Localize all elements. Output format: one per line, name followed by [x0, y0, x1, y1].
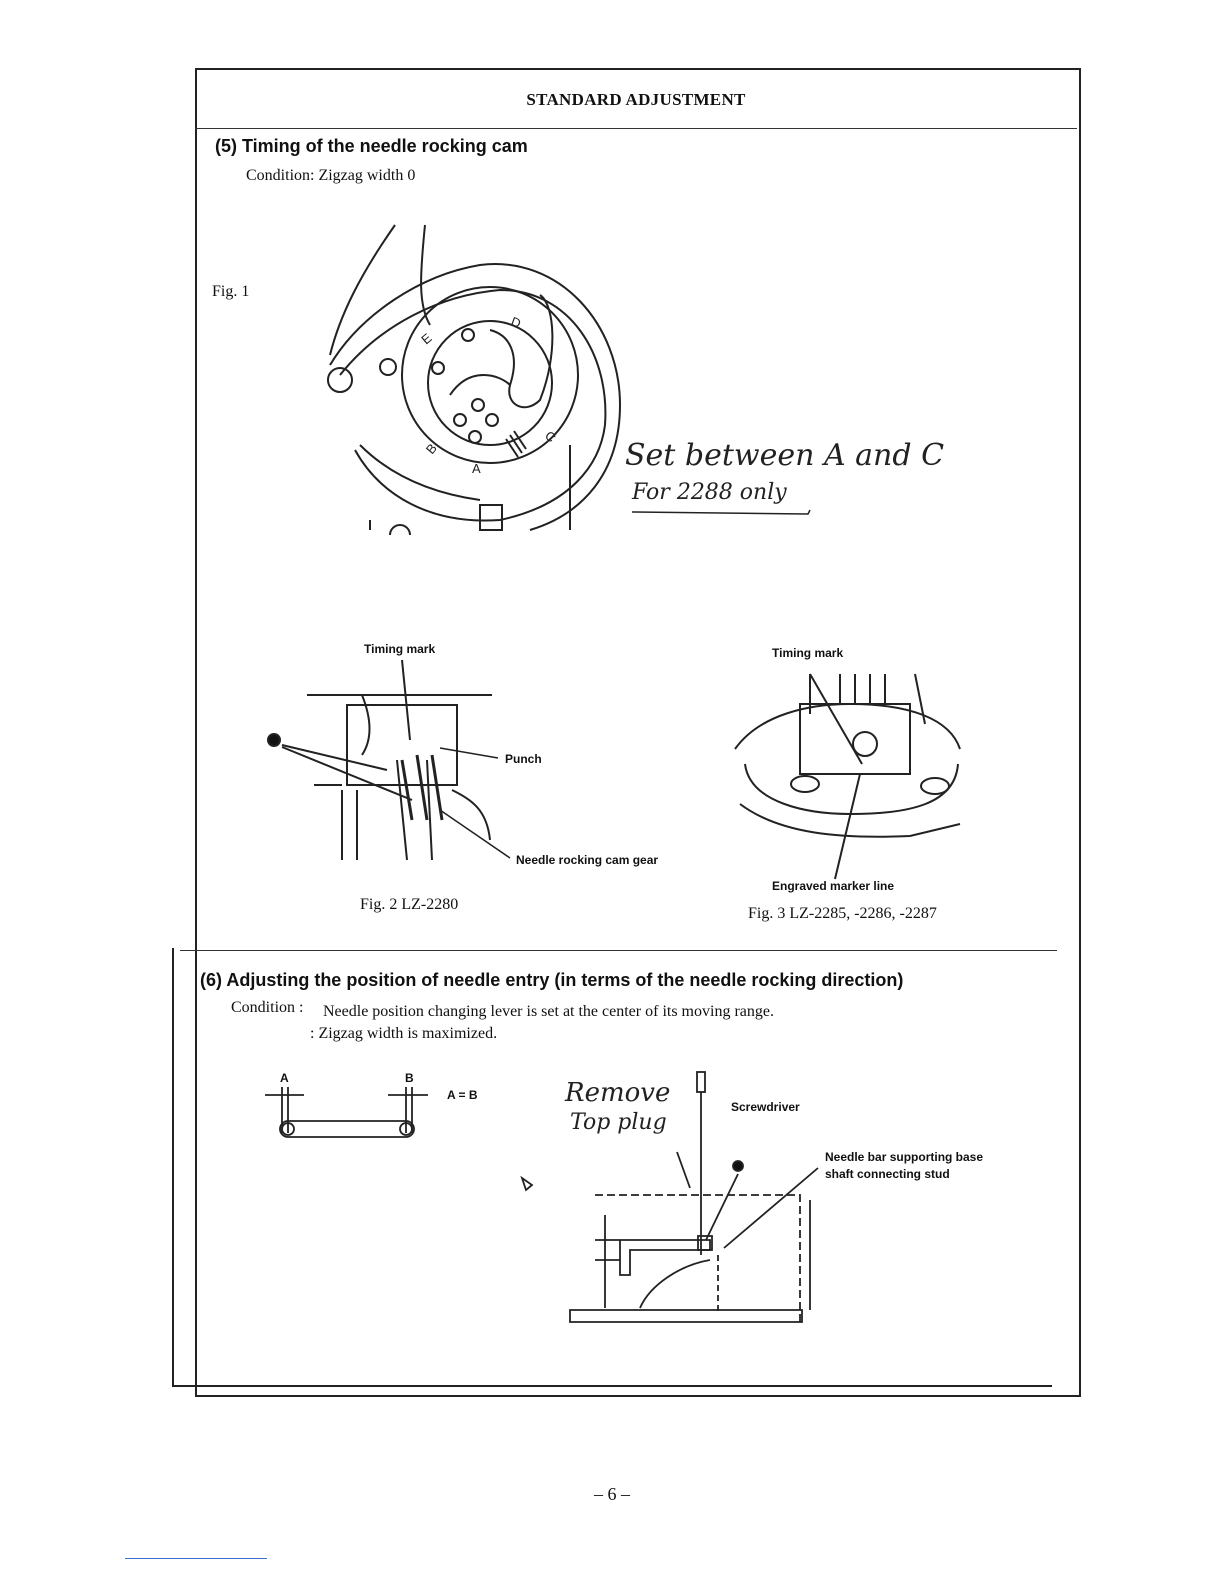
- page-header: STANDARD ADJUSTMENT: [526, 90, 746, 109]
- handwriting-underline: [631, 509, 811, 515]
- fig1-letter-e: E: [418, 330, 435, 347]
- section6-title: (6) Adjusting the position of needle ent…: [200, 970, 904, 990]
- handwriting-remove: Remove: [565, 1078, 671, 1108]
- fig2-gear-label: Needle rocking cam gear: [516, 853, 659, 867]
- fig1-letter-c: C: [542, 428, 559, 446]
- section-divider: [180, 950, 1057, 951]
- handwriting-set-between: Set between A and C: [625, 438, 945, 473]
- stud-label-line2: shaft connecting stud: [825, 1167, 950, 1181]
- fig3-timing-mark-label: Timing mark: [772, 646, 844, 660]
- ab-needle-diagram: [265, 1087, 428, 1138]
- section5-condition: Condition: Zigzag width 0: [246, 167, 416, 184]
- section6-condition-2: : Zigzag width is maximized.: [310, 1025, 498, 1042]
- ab-label-a: A: [280, 1071, 289, 1085]
- handwriting-top-plug: Top plug: [570, 1110, 667, 1135]
- frame-bottom: [172, 1385, 1052, 1387]
- fig3-marker-line-label: Engraved marker line: [772, 879, 895, 893]
- fig2-gear-diagram: [267, 659, 492, 861]
- handwriting-for-2288: For 2288 only: [632, 480, 787, 505]
- section6-condition-label: Condition :: [231, 999, 304, 1016]
- header-divider: [195, 128, 1077, 129]
- fig1-letter-a: A: [472, 461, 481, 476]
- fig1-caption: Fig. 1: [212, 283, 250, 300]
- fig1-letter-b: B: [423, 441, 440, 457]
- fig2-timing-mark-label: Timing mark: [364, 642, 436, 656]
- ab-equation: A = B: [447, 1088, 478, 1102]
- page-number: – 6 –: [594, 1484, 630, 1504]
- fig3-cam-diagram: [734, 673, 961, 880]
- section5-title: (5) Timing of the needle rocking cam: [215, 136, 528, 156]
- fig3-caption: Fig. 3 LZ-2285, -2286, -2287: [748, 905, 937, 922]
- frame-left-lower: [172, 948, 174, 1386]
- section6-machine-diagram: [520, 1071, 819, 1325]
- fig2-punch-label: Punch: [505, 752, 542, 766]
- fig2-leader-lines: [439, 747, 511, 859]
- screwdriver-label: Screwdriver: [731, 1100, 800, 1114]
- page-frame: [195, 68, 1081, 1397]
- fig2-caption: Fig. 2 LZ-2280: [360, 896, 459, 913]
- ab-label-b: B: [405, 1071, 414, 1085]
- stud-label-line1: Needle bar supporting base: [825, 1150, 984, 1164]
- fig1-cam-diagram: E D C B A: [327, 224, 622, 536]
- section6-condition-1: Needle position changing lever is set at…: [323, 1003, 774, 1020]
- bottom-rule: [125, 1558, 267, 1559]
